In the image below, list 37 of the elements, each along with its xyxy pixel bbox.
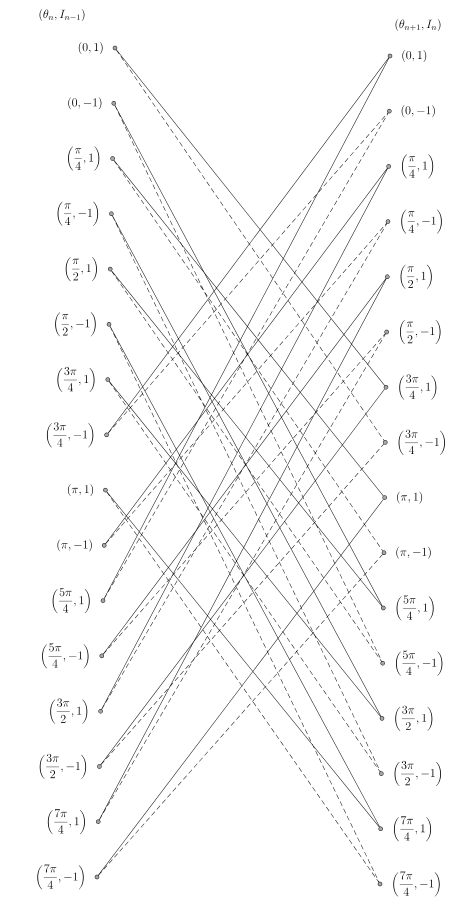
state-label: $(0, 1)$: [402, 50, 426, 62]
column-header: $(\theta_{n+1}, I_n)$: [396, 18, 440, 31]
state-label: $(0,-1)$: [402, 105, 435, 118]
trellis-branch: [105, 223, 387, 544]
state-label: $\left(\frac{\pi}{4},-1\right)$: [58, 202, 98, 226]
state-label: $\left(\frac{5\pi}{4},-1\right)$: [396, 650, 442, 676]
state-label: $\left(\frac{3\pi}{4},-1\right)$: [398, 430, 445, 455]
state-label: $\left(\frac{3\pi}{2},1\right)$: [50, 698, 88, 724]
state-label: $\left(\frac{\pi}{2},-1\right)$: [400, 320, 440, 344]
state-label: $\left(\frac{7\pi}{4},-1\right)$: [37, 864, 84, 890]
state-label: $\left(\frac{7\pi}{4},1\right)$: [394, 816, 432, 842]
state-label: $\left(\frac{7\pi}{4},-1\right)$: [393, 871, 440, 896]
state-label: $(0,-1)$: [68, 97, 102, 110]
trellis-branch: [98, 554, 383, 876]
state-label: $\left(\frac{3\pi}{2},-1\right)$: [394, 760, 441, 786]
state-label: $\left(\frac{\pi}{2},1\right)$: [66, 257, 97, 282]
state-label: $\left(\frac{3\pi}{4},1\right)$: [399, 374, 436, 400]
state-label: $\left(\frac{\pi}{4},-1\right)$: [401, 210, 442, 234]
column-header: $(\theta_n, I_{n-1})$: [40, 8, 84, 21]
state-label: $\left(\frac{5\pi}{4},1\right)$: [396, 595, 434, 620]
state-label: $\left(\frac{\pi}{4},1\right)$: [402, 154, 434, 178]
state-label: $\left(\frac{7\pi}{4},1\right)$: [48, 808, 85, 834]
state-label: $\left(\frac{5\pi}{4},1\right)$: [52, 588, 90, 614]
state-label: $\left(\frac{3\pi}{2},-1\right)$: [40, 754, 86, 779]
state-label: $(\pi,-1)$: [57, 539, 92, 552]
state-label: $\left(\frac{3\pi}{4},1\right)$: [57, 366, 94, 392]
trellis-branch: [103, 333, 386, 654]
state-label: $\left(\frac{\pi}{2},-1\right)$: [55, 312, 96, 336]
state-label: $\left(\frac{5\pi}{4},-1\right)$: [42, 643, 88, 668]
state-label: $\left(\frac{3\pi}{4},-1\right)$: [46, 422, 94, 448]
state-label: $\left(\frac{\pi}{4},1\right)$: [68, 146, 100, 170]
state-label: $(\pi, 1)$: [68, 484, 94, 496]
state-label: $(\pi, 1)$: [397, 492, 422, 504]
state-label: $\left(\frac{\pi}{2},1\right)$: [400, 264, 432, 289]
state-label: $\left(\frac{3\pi}{2},1\right)$: [395, 706, 432, 731]
state-label: $(0, 1)$: [78, 42, 103, 54]
state-label: $(\pi,-1)$: [396, 546, 431, 559]
